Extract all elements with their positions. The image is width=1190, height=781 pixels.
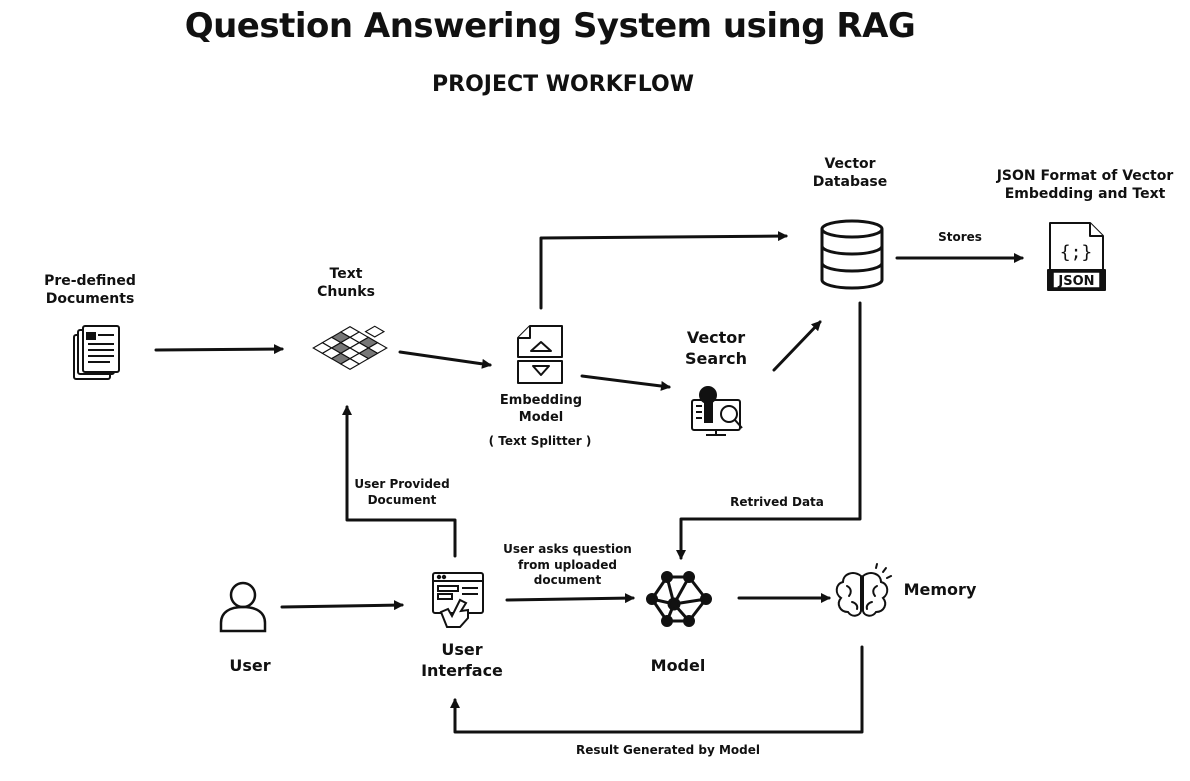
- network-icon: [646, 571, 712, 627]
- brain-icon: [835, 563, 892, 617]
- stores-edge-label: Stores: [938, 230, 982, 244]
- vector-database-label: Vector Database: [800, 155, 900, 191]
- vector-database-line2: Database: [812, 174, 888, 191]
- database-icon: [820, 219, 884, 290]
- json-format-label: JSON Format of Vector Embedding and Text: [985, 167, 1185, 203]
- json-file-icon: {;} JSON: [1047, 222, 1106, 291]
- model-label: Model: [650, 656, 706, 675]
- memory-label: Memory: [903, 580, 977, 599]
- json-icon-badge: JSON: [1057, 274, 1094, 289]
- user-provided-document-edge-label: User Provided Document: [352, 477, 452, 508]
- vector-search-line1: Vector: [686, 328, 746, 347]
- json-icon-braces: {;}: [1060, 242, 1093, 263]
- documents-icon: [73, 325, 120, 380]
- vector-search-label: Vector Search: [666, 328, 766, 370]
- user-interface-line2: Interface: [421, 660, 503, 680]
- embedding-model-line1: Embedding: [499, 393, 583, 408]
- embedding-model-line2: Model: [518, 409, 564, 425]
- arrow-documents-to-chunks: [154, 344, 284, 355]
- user-asks-line2: from uploaded: [518, 557, 617, 572]
- chunks-grid-icon: [312, 325, 388, 370]
- text-chunks-line2: Chunks: [317, 284, 375, 301]
- arrow-user-to-ui: [280, 600, 404, 611]
- vector-search-line2: Search: [685, 348, 747, 368]
- user-asks-line3: document: [533, 573, 602, 588]
- arrow-embedding-to-search: [580, 374, 671, 391]
- arrow-embedding-to-database: [539, 231, 788, 310]
- result-generated-edge-label: Result Generated by Model: [575, 743, 761, 757]
- arrow-chunks-to-embedding: [398, 350, 492, 369]
- user-label: User: [229, 656, 271, 675]
- page-subtitle: PROJECT WORKFLOW: [432, 72, 694, 97]
- user-asks-edge-label: User asks question from uploaded documen…: [500, 542, 635, 589]
- vector-database-line1: Vector: [824, 156, 876, 172]
- predefined-documents-line2: Documents: [45, 291, 135, 308]
- user-asks-line1: User asks question: [503, 542, 632, 556]
- arrow-memory-to-ui: [450, 645, 864, 734]
- json-format-line1: JSON Format of Vector: [996, 168, 1174, 184]
- arrow-search-to-database: [772, 320, 822, 372]
- arrow-ui-to-chunks: [342, 405, 457, 558]
- text-chunks-line1: Text: [329, 266, 363, 282]
- page-title: Question Answering System using RAG: [184, 6, 916, 46]
- user-provided-document-line2: Document: [367, 492, 437, 507]
- arrow-database-to-model: [676, 301, 862, 560]
- predefined-documents-label: Pre-defined Documents: [28, 272, 152, 308]
- user-interface-label: User Interface: [410, 640, 514, 682]
- json-format-line2: Embedding and Text: [1004, 186, 1166, 203]
- predefined-documents-line1: Pre-defined: [44, 273, 136, 289]
- embedding-model-note: ( Text Splitter ): [488, 434, 592, 448]
- retrieved-data-edge-label: Retrived Data: [730, 495, 824, 509]
- embedding-model-label: Embedding Model: [486, 393, 596, 427]
- user-interface-line1: User: [441, 640, 483, 659]
- file-split-icon: [517, 325, 563, 384]
- user-icon: [219, 581, 267, 633]
- user-provided-document-line1: User Provided: [354, 477, 450, 491]
- key-search-icon: [691, 386, 743, 436]
- text-chunks-label: Text Chunks: [296, 265, 396, 301]
- arrow-ui-to-model: [505, 593, 635, 604]
- ui-click-icon: [432, 572, 484, 628]
